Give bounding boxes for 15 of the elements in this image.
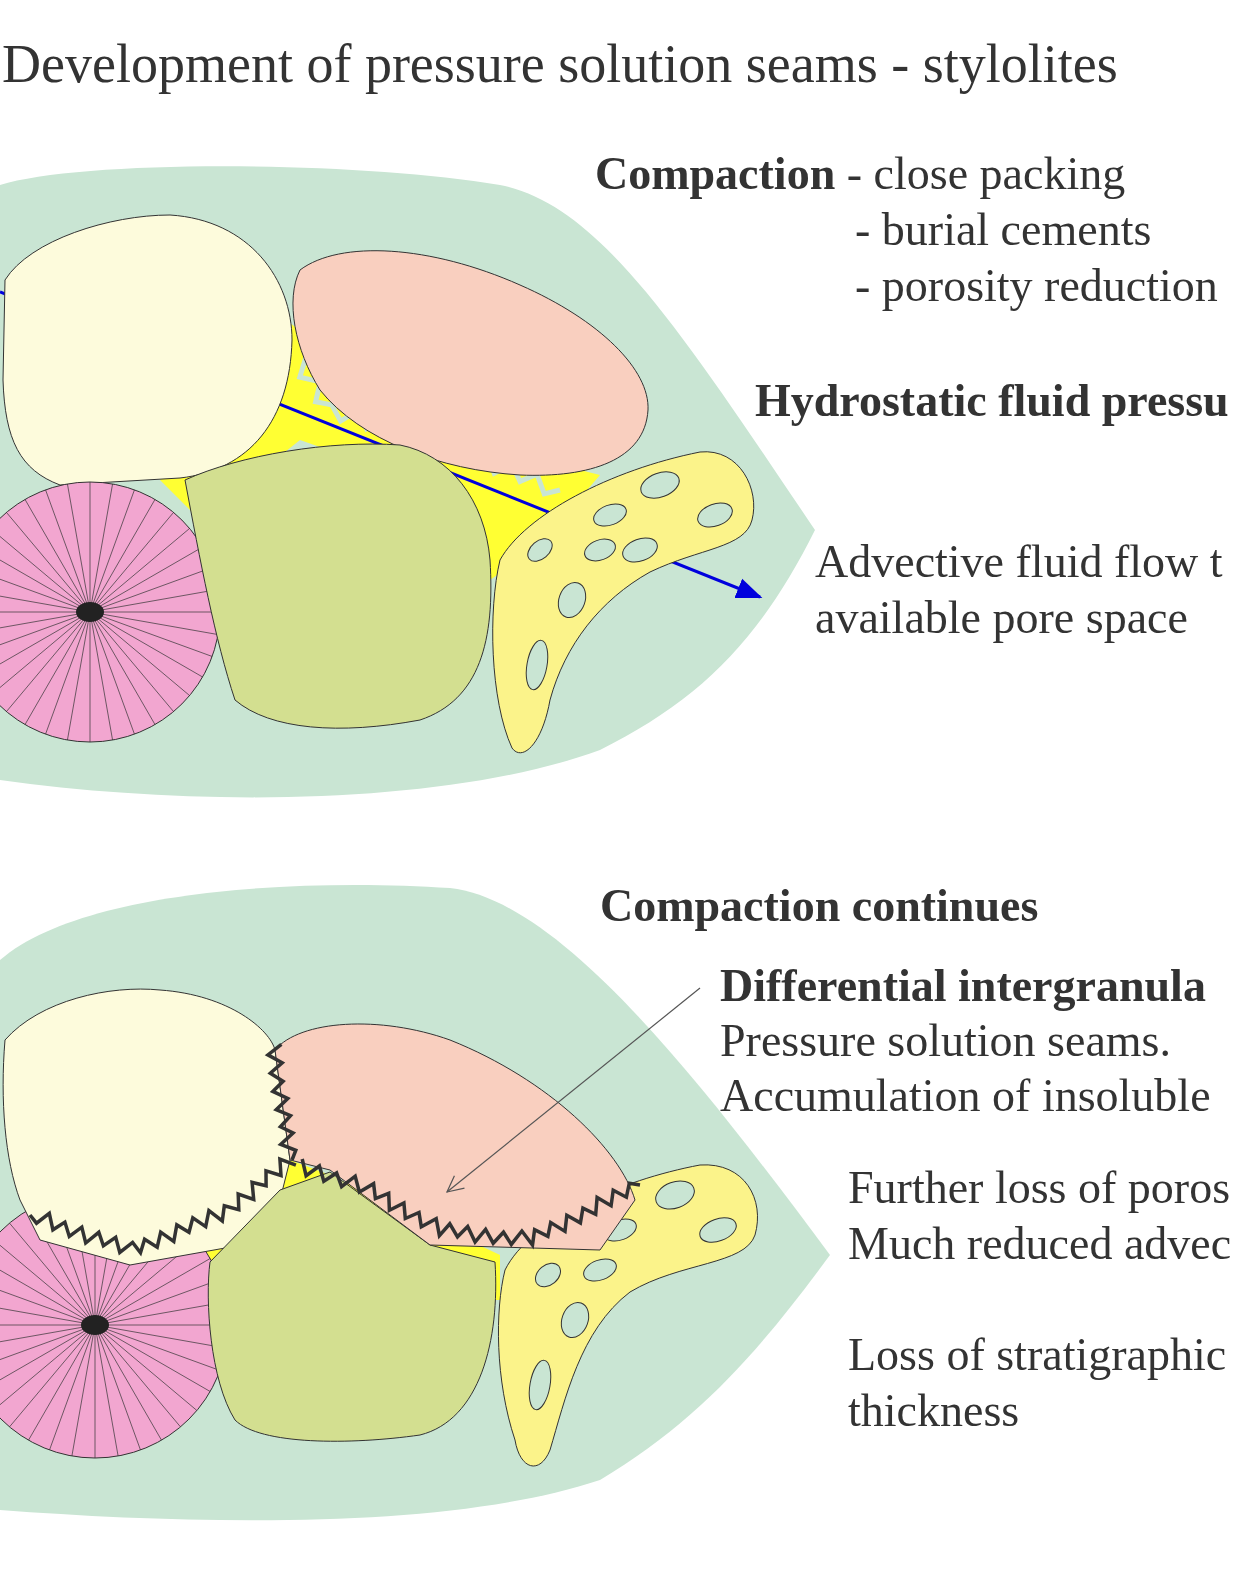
heading: Differential intergranula — [720, 959, 1207, 1013]
heading: Compaction continues — [600, 879, 1039, 933]
annotation-text: - porosity reduction — [855, 259, 1218, 313]
annotation-text: - burial cements — [855, 203, 1152, 257]
annotation-text: Much reduced advec — [848, 1217, 1232, 1271]
heading: Hydrostatic fluid pressu — [755, 374, 1229, 428]
diagram-title: Development of pressure solution seams - stylolites — [2, 34, 1118, 94]
grain — [274, 1023, 636, 1251]
annotation-text: Accumulation of insoluble — [720, 1069, 1211, 1123]
annotation-text: Further loss of poros — [848, 1161, 1231, 1215]
annotation-text: Compaction - close packing — [595, 147, 1126, 201]
leader-arrow — [446, 987, 701, 1193]
annotation-text: Advective fluid flow t available pore space — [815, 535, 1224, 645]
annotation-text: Pressure solution seams. — [720, 1014, 1172, 1068]
annotation-text: Loss of stratigraphic thickness — [848, 1328, 1228, 1438]
